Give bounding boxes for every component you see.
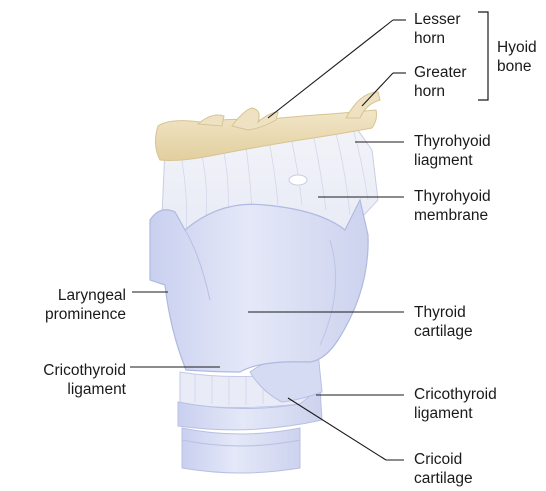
membrane-foramen	[289, 175, 307, 185]
lesser-horn-shape-left	[198, 115, 224, 126]
trachea	[182, 428, 300, 473]
hyoid-bracket	[478, 12, 488, 100]
leader-cricoid	[288, 398, 386, 460]
leader-lesser-horn	[268, 20, 393, 118]
